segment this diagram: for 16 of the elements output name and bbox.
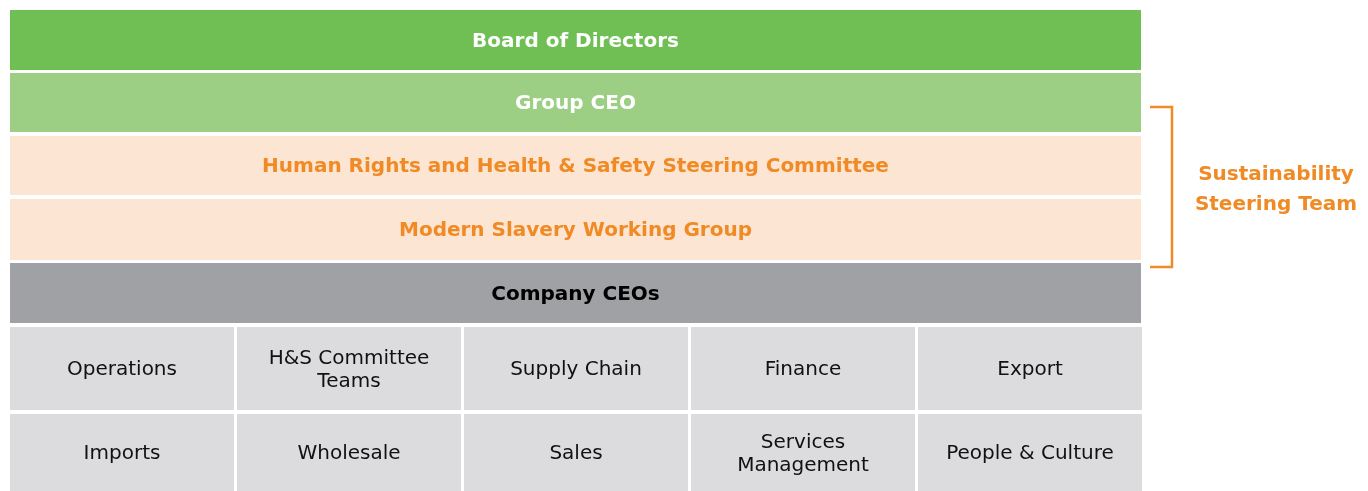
department-cell: Operations (10, 327, 234, 410)
department-cell: Imports (10, 414, 234, 491)
group-label: Sustainability Steering Team (1193, 160, 1359, 217)
committee-band: Modern Slavery Working Group (10, 199, 1141, 260)
title-band: Board of Directors (10, 10, 1141, 70)
department-cell: Wholesale (237, 414, 461, 491)
department-cell: Services Management (691, 414, 915, 491)
department-cell: Finance (691, 327, 915, 410)
department-cell: Supply Chain (464, 327, 688, 410)
department-cell: Sales (464, 414, 688, 491)
title-band: Company CEOs (10, 263, 1141, 323)
department-cell: H&S Committee Teams (237, 327, 461, 410)
committee-band: Human Rights and Health & Safety Steering Committee (10, 136, 1141, 195)
department-cell: People & Culture (918, 414, 1142, 491)
department-cell: Export (918, 327, 1142, 410)
title-band: Group CEO (10, 73, 1141, 132)
